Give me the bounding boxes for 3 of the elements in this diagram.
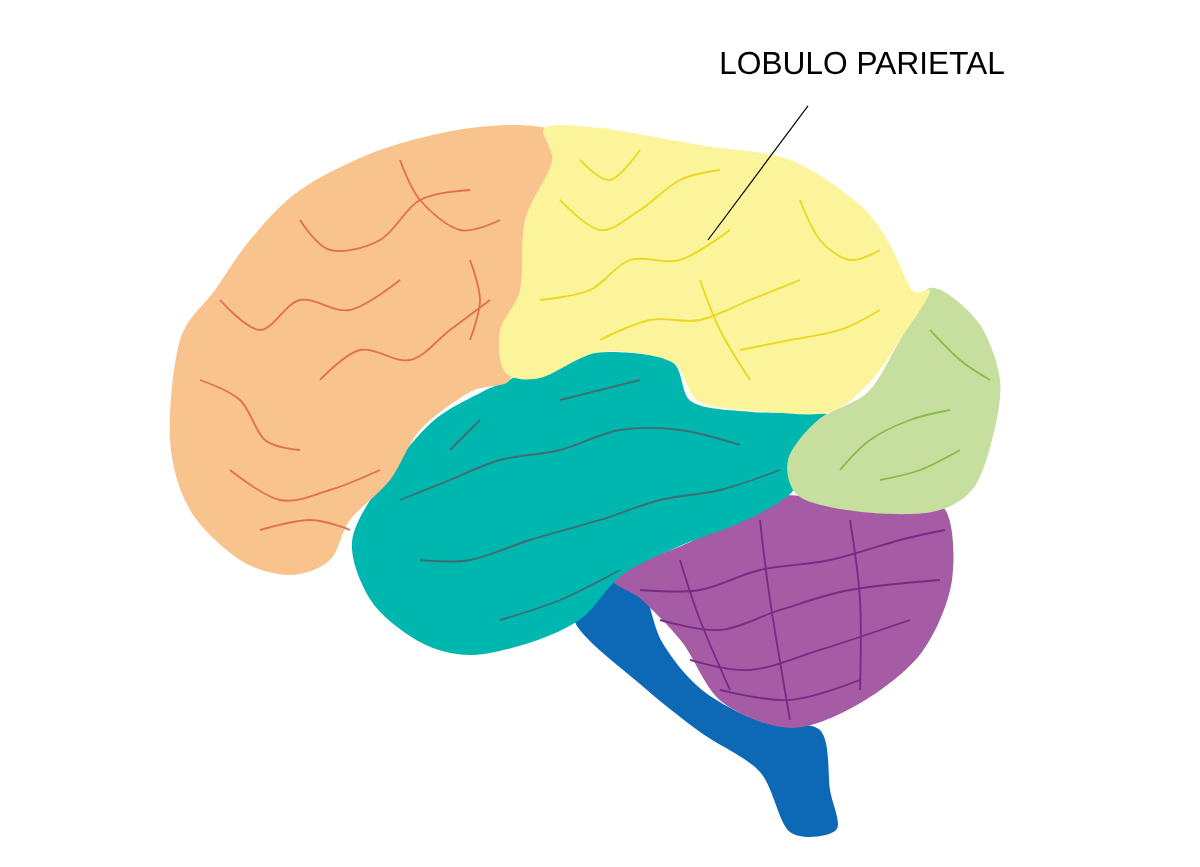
parietal-lobe <box>498 125 931 415</box>
part-label: LOBULO PARIETAL <box>721 51 1004 75</box>
leader-line <box>707 105 809 241</box>
